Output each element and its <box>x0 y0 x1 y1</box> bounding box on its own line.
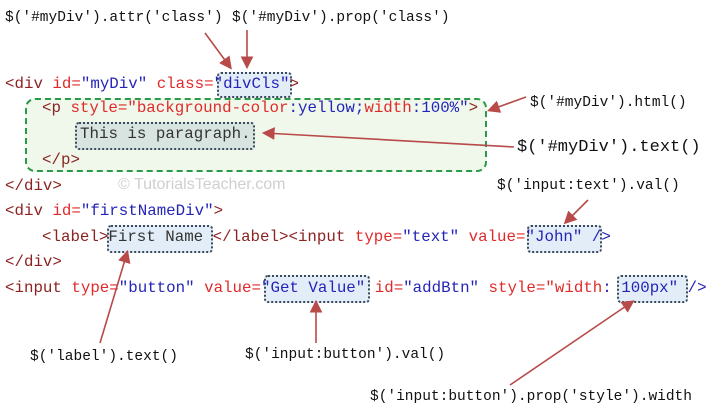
annotation-input-text-val: $('input:text').val() <box>497 178 680 194</box>
token: <div <box>5 202 53 220</box>
token: "Get Value" <box>260 279 366 297</box>
code-line-5: </div> <box>5 177 62 195</box>
john-highlight <box>527 225 602 253</box>
token: style= <box>488 279 546 297</box>
token: 100px" <box>621 279 679 297</box>
token: "width <box>545 279 603 297</box>
label-highlight <box>107 225 213 253</box>
code-line-3: This is paragraph. <box>80 125 251 143</box>
token: > <box>213 202 224 220</box>
token: id= <box>52 75 81 93</box>
token: :100%" <box>411 99 469 117</box>
class-highlight <box>217 72 292 98</box>
width-highlight <box>617 275 688 303</box>
arrow-width <box>509 300 635 386</box>
token: "addBtn" <box>403 279 489 297</box>
token: "button" <box>118 279 205 297</box>
token: type= <box>71 279 119 297</box>
annotation-html: $('#myDiv').html() <box>530 95 687 111</box>
token: "divCls" <box>213 75 290 93</box>
token: style= <box>70 99 128 117</box>
annotation-prop-class: $('#myDiv').prop('class') <box>232 10 450 26</box>
token: > <box>289 75 299 93</box>
token: <div <box>5 75 53 93</box>
token: id= <box>52 202 81 220</box>
arrow-label <box>99 249 131 344</box>
token: width <box>364 99 412 117</box>
token: id= <box>365 279 404 297</box>
arrow-input-text <box>563 199 589 225</box>
token: :yellow; <box>288 99 365 117</box>
token: : <box>602 279 622 297</box>
annotation-attr-class: $('#myDiv').attr('class') <box>5 10 223 26</box>
code-line-8: </div> <box>5 253 62 271</box>
code-line-2: <p style="background-color:yellow;width:… <box>42 98 478 118</box>
annotation-text: $('#myDiv').text() <box>517 138 701 157</box>
code-line-9: <input type="button" value="Get Value" i… <box>5 278 707 298</box>
paragraph-highlight <box>75 122 255 150</box>
token: > <box>468 99 479 117</box>
annotation-label-text: $('label').text() <box>30 349 178 365</box>
token: "text" <box>402 228 469 246</box>
annotation-prop-style-width: $('input:button').prop('style').width <box>370 389 692 405</box>
token: "myDiv" <box>80 75 157 93</box>
token: class= <box>156 75 214 93</box>
arrow-html <box>486 96 527 113</box>
token: <label> <box>42 228 109 246</box>
token: <p <box>42 99 71 117</box>
token: </label><input <box>212 228 355 246</box>
watermark: © TutorialsTeacher.com <box>118 176 286 193</box>
token: /> <box>678 279 707 297</box>
token: /> <box>582 228 611 246</box>
token: "firstNameDiv" <box>80 202 214 220</box>
code-line-7: <label>First Name </label><input type="t… <box>42 227 611 247</box>
annotation-input-button-val: $('input:button').val() <box>245 347 446 363</box>
token: "John" <box>525 228 583 246</box>
arrow-text <box>261 127 515 148</box>
token: First Name <box>108 228 213 246</box>
token: value= <box>468 228 526 246</box>
token: "background-color <box>127 99 289 117</box>
code-line-4: </p> <box>42 151 80 169</box>
code-line-6: <div id="firstNameDiv"> <box>5 201 223 221</box>
token: type= <box>354 228 403 246</box>
code-line-1: <div id="myDiv" class="divCls"> <box>5 74 299 94</box>
arrow-attr-class <box>204 32 232 70</box>
token: value= <box>204 279 261 297</box>
token: <input <box>5 279 72 297</box>
